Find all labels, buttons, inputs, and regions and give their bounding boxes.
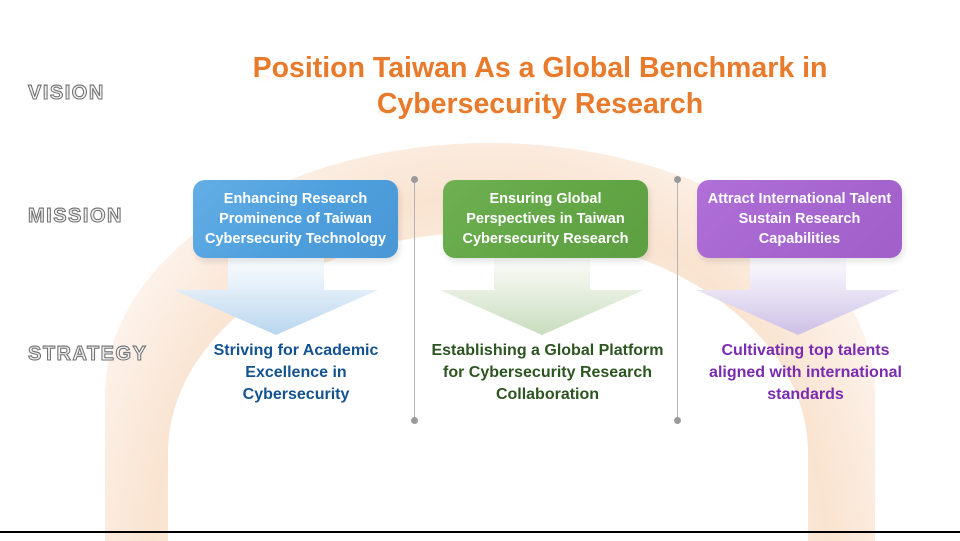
rail-label-vision: VISION [28, 82, 105, 105]
mission-card-global-platform-text: Ensuring Global Perspectives in Taiwan C… [462, 191, 629, 247]
vision-title: Position Taiwan As a Global Benchmark in… [180, 50, 900, 122]
vision-title-line-2-text: Cybersecurity Research [376, 88, 704, 120]
rail-label-strategy: STRATEGY [27, 343, 148, 366]
mission-card-talent-text: Attract International Talent Sustain Res… [707, 191, 892, 247]
down-arrow-icon-academic [166, 250, 386, 335]
vision-title-line-2: Cybersecurity Research Cybersecurity Res… [180, 86, 900, 122]
mission-card-global-platform[interactable]: Ensuring Global Perspectives in Taiwan C… [443, 180, 648, 258]
strategy-text-academic: Striving for Academic Excellence in Cybe… [213, 342, 379, 403]
vision-title-line-1-text: Position Taiwan As a Global Benchmark in [252, 52, 828, 84]
bottom-rule-divider [0, 531, 960, 533]
column-divider-1 [411, 176, 418, 424]
mission-card-talent[interactable]: Attract International Talent Sustain Res… [697, 180, 902, 258]
down-arrow-icon-talent [688, 250, 908, 335]
strategy-text-talent: Cultivating top talents aligned with int… [709, 342, 902, 403]
column-divider-2 [674, 176, 681, 424]
rail-label-mission: MISSION [28, 205, 123, 228]
strategy-text-global-platform: Establishing a Global Platform for Cyber… [431, 342, 664, 403]
mission-card-academic-text: Enhancing Research Prominence of Taiwan … [204, 191, 387, 247]
vision-title-line-1: Position Taiwan As a Global Benchmark in… [180, 50, 900, 86]
mission-card-academic[interactable]: Enhancing Research Prominence of Taiwan … [193, 180, 398, 258]
down-arrow-icon-global-platform [432, 250, 652, 335]
